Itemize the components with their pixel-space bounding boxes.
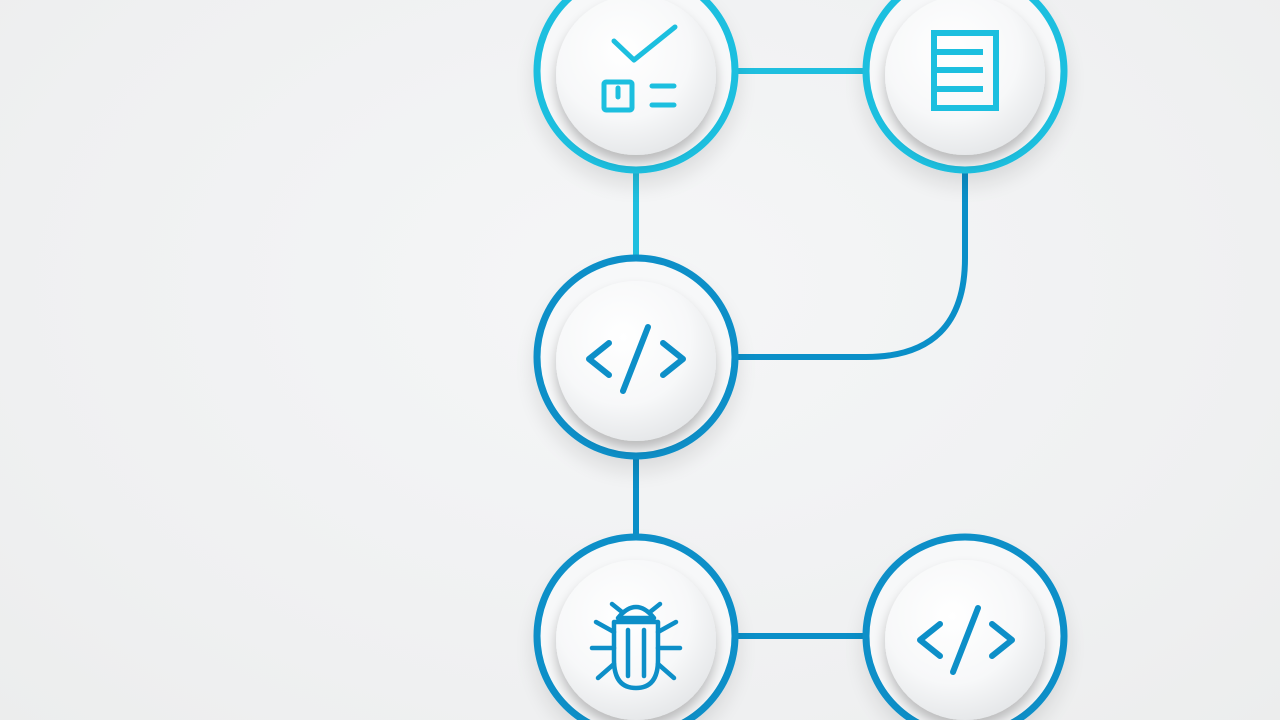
node-code-final[interactable]: [862, 533, 1068, 720]
node-tasks[interactable]: [533, 0, 739, 174]
node-face: [556, 0, 716, 155]
connections-layer: [633, 68, 968, 639]
code-icon: [917, 605, 1015, 675]
node-code-main[interactable]: [533, 254, 739, 460]
node-document[interactable]: [862, 0, 1068, 174]
document-icon: [931, 30, 999, 111]
node-face: [556, 560, 716, 720]
node-face: [885, 0, 1045, 155]
checklist-icon: [601, 24, 678, 113]
bug-icon: [589, 601, 683, 691]
connector-document-code-main: [732, 169, 968, 360]
code-icon: [586, 324, 686, 394]
node-debug[interactable]: [533, 533, 739, 720]
